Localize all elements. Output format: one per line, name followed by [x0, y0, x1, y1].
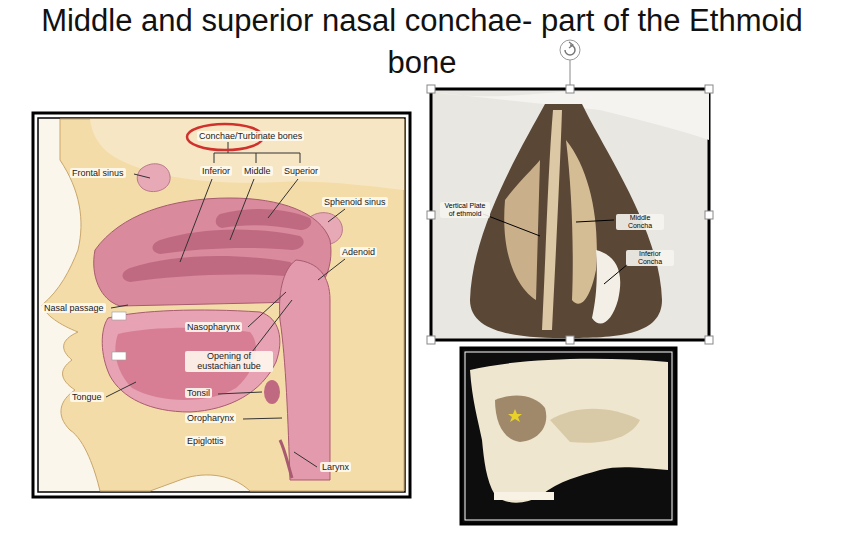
- sagittal-diagram: [33, 113, 410, 497]
- selection-handles: [427, 40, 713, 344]
- part-label: Nasopharynx: [185, 322, 242, 332]
- part-label: Inferior: [200, 166, 232, 176]
- photo-label: Middle Concha: [616, 214, 664, 230]
- concha-heading: Conchae/Turbinate bones: [197, 131, 304, 141]
- part-label: Tongue: [70, 392, 104, 402]
- part-label: Tonsil: [185, 388, 212, 398]
- part-label: Larynx: [320, 462, 351, 472]
- part-label: Nasal passage: [42, 303, 106, 313]
- photo-label: Vertical Plate of ethmoid: [440, 202, 490, 218]
- photo-label: Inferior Concha: [626, 250, 674, 266]
- part-label: Middle: [242, 166, 273, 176]
- part-label: Adenoid: [340, 247, 377, 257]
- part-label: Frontal sinus: [70, 168, 126, 178]
- part-label: Oropharynx: [185, 413, 236, 423]
- part-label: Superior: [282, 166, 320, 176]
- skull-photo: [461, 348, 676, 524]
- nasal-cavity-photo: [427, 40, 713, 344]
- slide-title: Middle and superior nasal conchae- part …: [30, 0, 814, 84]
- part-label: Epiglottis: [185, 436, 226, 446]
- part-label: Sphenoid sinus: [322, 197, 388, 207]
- part-label: Opening of eustachian tube: [185, 351, 273, 372]
